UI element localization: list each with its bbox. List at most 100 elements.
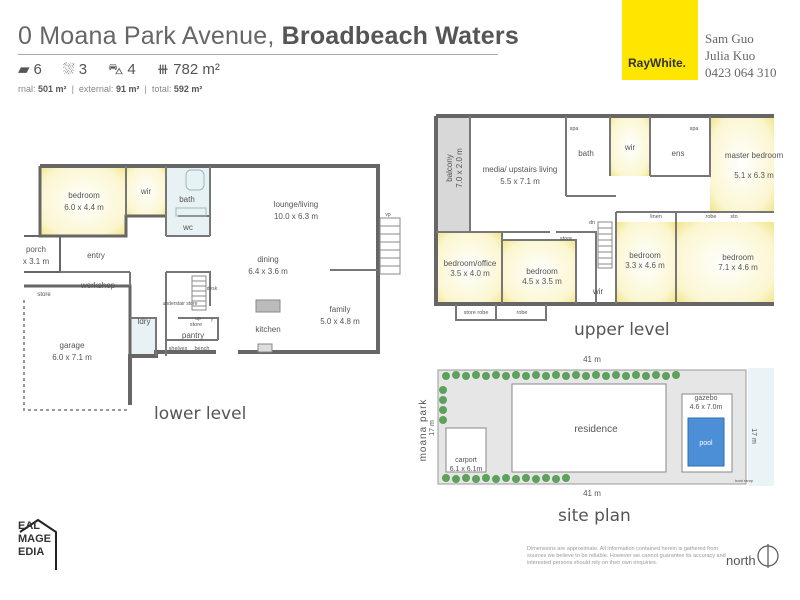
garage-label: garage (60, 341, 85, 350)
dining-label: dining (257, 255, 278, 264)
lower-wir-label: wir (140, 187, 152, 196)
residence-label: residence (574, 424, 618, 435)
north-arrow-icon (757, 544, 779, 568)
office-label: bedroom/office (444, 259, 497, 268)
gazebo-label: gazebo (695, 395, 718, 402)
office-fill (436, 232, 502, 304)
bed2-fill (502, 240, 576, 304)
lower-bedroom-dim: 6.0 x 4.4 m (64, 203, 104, 212)
upper-wir-fill (610, 116, 650, 176)
upper-spa-label: spa (570, 126, 580, 132)
lower-store-label: store (37, 292, 51, 298)
kitchen-island (255, 299, 281, 313)
brand-line-2: MAGE (18, 533, 51, 545)
family-dim: 5.0 x 4.8 m (320, 317, 360, 326)
ensuite-spa-label: spa (690, 126, 700, 132)
entry-label: entry (87, 251, 105, 260)
carport-footprint (445, 427, 487, 473)
land-area: 782 m² (173, 61, 220, 78)
cars-count: 4 (127, 61, 136, 78)
media-label: media/ upstairs living (483, 165, 558, 174)
upper-level-labels: balcony 7.0 x 2.0 m media/ upstairs livi… (444, 126, 784, 316)
north-label: north (726, 553, 756, 568)
bed3-fill (616, 222, 676, 302)
lounge-label: lounge/living (274, 200, 318, 209)
master-label: master bedroom (725, 151, 784, 160)
pool-label: pool (699, 440, 713, 447)
lower-level-labels: bedroom 6.0 x 4.4 m wir bath wc lounge/l… (23, 187, 391, 362)
total-label: total: (151, 84, 172, 94)
upper-wir-label: wir (624, 143, 636, 152)
upper-bath-label: bath (578, 149, 594, 158)
porch-dim: x 3.1 m (23, 257, 50, 266)
porch-label: porch (26, 245, 46, 254)
pool-shape (687, 417, 725, 467)
beds-count: 6 (33, 61, 42, 78)
ldry-label: ldry (138, 317, 151, 326)
understair-label: understair store (163, 301, 198, 307)
carport-dim: 6.1 x 6.1m (450, 466, 483, 473)
robe-label: robe (705, 214, 716, 220)
kitchen-label: kitchen (255, 325, 280, 334)
floor-areas: rnal: 501 m² | external: 91 m² | total: … (18, 84, 203, 94)
external-area: 91 m² (115, 84, 140, 94)
lower-bedroom-label: bedroom (68, 191, 100, 200)
brand-mark-icon (19, 518, 57, 570)
shelves-label: shelves (169, 346, 188, 352)
lower-stairs (191, 275, 207, 311)
office-dim: 3.5 x 4.0 m (450, 269, 490, 278)
hedge-trees (439, 371, 680, 483)
agent-name-1: Sam Guo (705, 31, 754, 46)
internal-area: 501 m² (38, 84, 67, 94)
upper-store-label: store (560, 236, 572, 242)
property-address: 0 Moana Park Avenue, Broadbeach Waters (18, 22, 519, 51)
bed3-label: bedroom (629, 251, 661, 260)
street-address: 0 Moana Park Avenue, (18, 22, 275, 50)
street-name: moana park (418, 399, 429, 462)
upper-wir2-label: wir (592, 287, 604, 296)
lower-level-title: lower level (154, 404, 247, 424)
boat-ramp-label: boat ramp (735, 478, 754, 483)
brand-line-1: EAL (18, 520, 40, 532)
media-dim: 5.5 x 7.1 m (500, 177, 540, 186)
suburb-name: Broadbeach Waters (281, 22, 519, 50)
bath-icon: ⛆ (62, 61, 75, 78)
garage-dim: 6.0 x 7.1 m (52, 353, 92, 362)
external-label: external: (78, 84, 114, 94)
bed4-label: bedroom (722, 253, 754, 262)
vanity (175, 207, 207, 217)
disclaimer: Dimensions are approximate. All informat… (527, 546, 726, 566)
dining-dim: 6.4 x 3.6 m (248, 267, 288, 276)
balcony-dim: 7.0 x 2.0 m (455, 148, 464, 188)
site-depth-left: 17 m (429, 420, 436, 436)
linen-label: linen (650, 214, 662, 220)
wir-fill (126, 166, 166, 216)
bed-icon: ▰ (18, 61, 30, 78)
baths-count: 3 (78, 61, 88, 78)
total-area: 592 m² (173, 84, 203, 94)
robe2-label: robe (516, 310, 527, 316)
workshop-label: workshop (80, 281, 116, 290)
cooktop (257, 343, 273, 353)
bed3-dim: 3.3 x 4.6 m (625, 261, 665, 270)
master-fill (710, 116, 774, 212)
bathtub (185, 169, 205, 191)
bed4-fill (676, 222, 774, 304)
site-width-top: 41 m (583, 355, 601, 364)
header-divider (18, 54, 498, 55)
car-icon: ⛍ (107, 61, 124, 78)
store-robe-label: store robe (464, 310, 489, 316)
upper-stairs (597, 221, 613, 269)
vp-label: vp (385, 212, 391, 218)
site-depth-right: 17 m (750, 428, 757, 444)
bed4-dim: 7.1 x 4.6 m (718, 263, 758, 272)
desk-label: desk (207, 286, 218, 292)
raywhite-logo: RayWhite. (622, 0, 698, 80)
site-width-bottom: 41 m (583, 489, 601, 498)
balcony-fill (436, 116, 470, 232)
residence-footprint (511, 383, 667, 473)
waterway (748, 368, 774, 486)
pantry-label: pantry (182, 331, 204, 340)
